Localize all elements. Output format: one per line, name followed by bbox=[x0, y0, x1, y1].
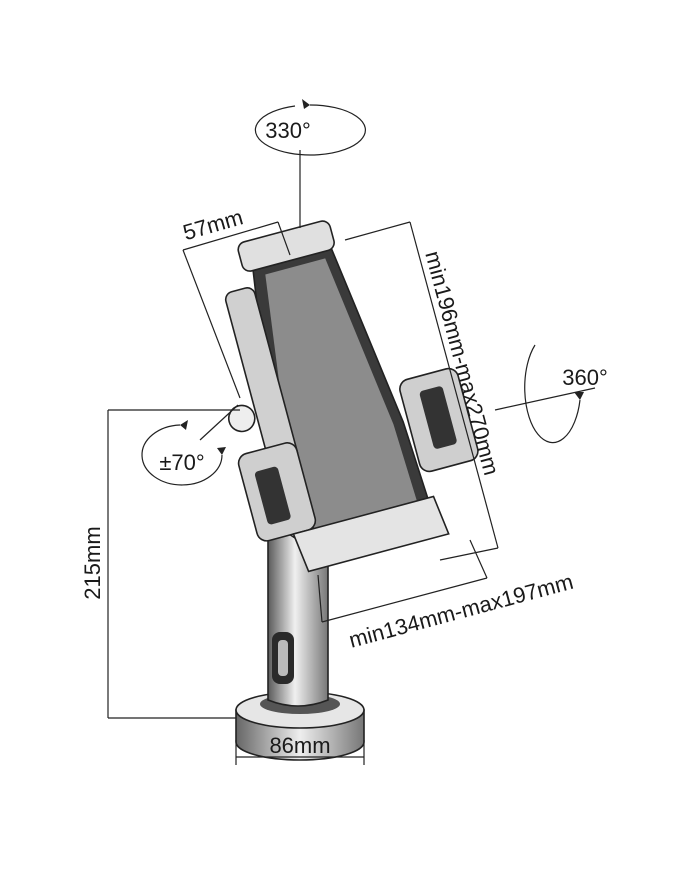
dimension-57mm-label: 57mm bbox=[180, 204, 246, 245]
rotation-330-label: 330° bbox=[265, 118, 311, 143]
tilt-70-indicator: ±70° bbox=[141, 404, 239, 486]
dimension-86mm-label: 86mm bbox=[269, 733, 330, 758]
dimension-width-range-label: min134mm-max197mm bbox=[346, 569, 576, 653]
rotation-330-indicator: 330° bbox=[254, 99, 366, 228]
dimension-86mm: 86mm bbox=[235, 733, 365, 765]
dimension-215mm: 215mm bbox=[80, 409, 240, 719]
rotation-360-label: 360° bbox=[562, 365, 608, 390]
tilt-70-label: ±70° bbox=[159, 450, 204, 475]
rotation-360-indicator: 360° bbox=[494, 344, 608, 444]
tablet-holder bbox=[224, 220, 479, 573]
dimension-215mm-label: 215mm bbox=[80, 526, 105, 599]
